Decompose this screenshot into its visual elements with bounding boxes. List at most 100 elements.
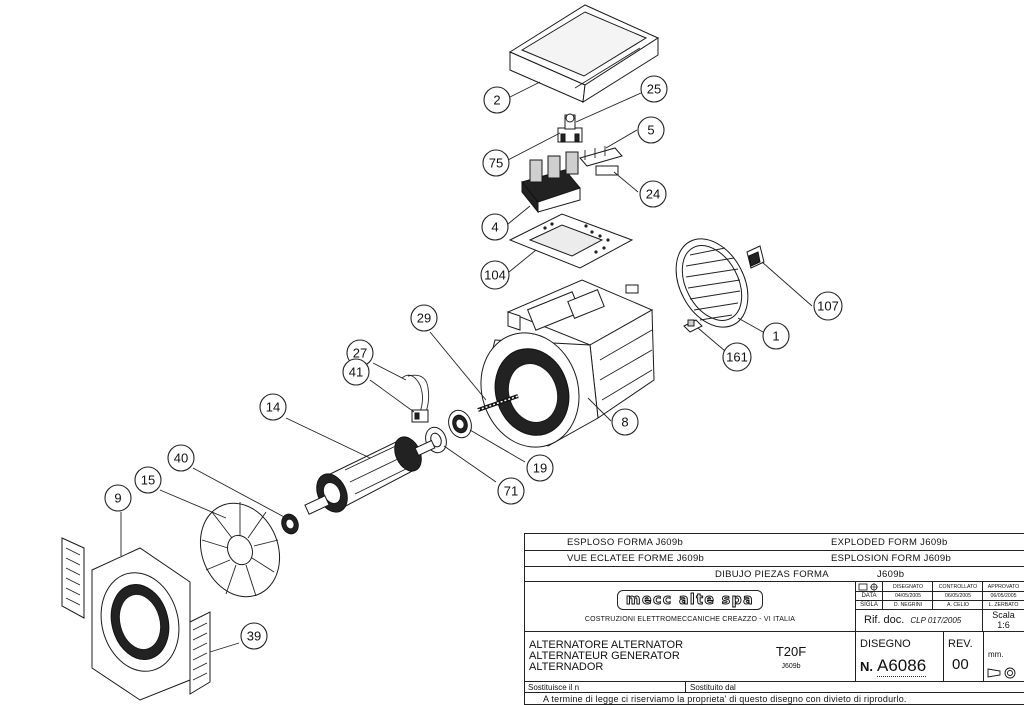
description-row: ALTERNATORE ALTERNATOR ALTERNATEUR GENER… — [525, 632, 1024, 682]
svg-text:14: 14 — [266, 400, 280, 415]
title-row-1: ESPLOSO FORMA J609b EXPLODED FORM J609b — [525, 534, 1024, 551]
part-cover-box — [508, 4, 660, 103]
company-logo: mecc alte spa — [616, 590, 764, 610]
callout-161: 161 — [722, 342, 752, 372]
svg-text:19: 19 — [533, 461, 547, 476]
header-disegnato: DISEGNATO — [882, 582, 933, 591]
date-disegnato: 04/05/2005 — [882, 591, 933, 600]
part-transformer — [521, 151, 581, 214]
part-terminal-block — [579, 146, 623, 176]
rif-doc: Rif. doc. CLP 017/2005 — [856, 609, 990, 631]
number-prefix: N. — [860, 659, 873, 674]
part-rear-grille — [675, 238, 749, 328]
description-cell: ALTERNATORE ALTERNATOR ALTERNATEUR GENER… — [529, 632, 729, 681]
svg-text:29: 29 — [417, 311, 431, 326]
drawing-number-cell: DISEGNO N. A6086 — [855, 632, 943, 681]
company-cell: mecc alte spa COSTRUZIONI ELETTROMECCANI… — [525, 582, 855, 631]
callout-25: 25 — [640, 75, 668, 103]
copyright-footer: A termine di legge ci riserviamo la prop… — [543, 694, 907, 704]
sostituito: Sostituito dal — [685, 682, 736, 692]
part-front-shield — [91, 547, 191, 701]
svg-text:104: 104 — [484, 268, 506, 283]
svg-text:24: 24 — [646, 187, 660, 202]
symbol-cell — [856, 582, 882, 591]
projection-symbol-icon — [858, 582, 878, 591]
svg-text:75: 75 — [489, 156, 503, 171]
name-controllato: A. CELIO — [932, 600, 983, 609]
callout-14: 14 — [259, 393, 287, 421]
rev-label: REV. — [948, 638, 973, 650]
callout-5: 5 — [637, 116, 665, 144]
title-block: ESPLOSO FORMA J609b EXPLODED FORM J609b … — [524, 533, 1024, 705]
callout-24: 24 — [639, 180, 667, 208]
replacement-row: Sostituisce il n Sostituito dal — [525, 682, 1024, 693]
callout-19: 19 — [526, 454, 554, 482]
svg-text:40: 40 — [174, 451, 188, 466]
revision-cell: REV. 00 — [943, 632, 983, 681]
part-small-bracket — [683, 319, 703, 333]
svg-text:5: 5 — [647, 123, 654, 138]
model-cell: T20F J609b — [741, 632, 841, 681]
callout-8: 8 — [611, 408, 639, 436]
svg-text:4: 4 — [491, 220, 498, 235]
sostituisce: Sostituisce il n — [528, 682, 580, 692]
projection-method-icon — [987, 667, 1016, 679]
part-side-grille-left — [61, 537, 85, 619]
date-controllato: 06/05/2005 — [932, 591, 983, 600]
disegno-label: DISEGNO — [860, 638, 911, 650]
scala-value: 1:6 — [997, 620, 1010, 630]
company-address: COSTRUZIONI ELETTROMECCANICHE CREAZZO - … — [584, 616, 796, 623]
callout-9: 9 — [104, 484, 132, 512]
callout-71: 71 — [497, 477, 525, 505]
svg-text:8: 8 — [621, 415, 628, 430]
model-code: J609b — [781, 662, 801, 670]
header-approvato: APPROVATO — [982, 582, 1024, 591]
part-fan — [199, 502, 281, 598]
drawing-number: A6086 — [877, 656, 927, 677]
approvals-table: DISEGNATO CONTROLLATO APPROVATO DATA 04/… — [855, 582, 1024, 631]
part-bearing — [448, 409, 472, 439]
title-es: DIBUJO PIEZAS FORMA — [715, 568, 829, 580]
callout-39: 39 — [240, 622, 268, 650]
logo-row: mecc alte spa COSTRUZIONI ELETTROMECCANI… — [525, 582, 1024, 632]
callout-15: 15 — [134, 466, 162, 494]
svg-text:15: 15 — [141, 473, 155, 488]
description-line-2: ALTERNATEUR GENERATOR — [529, 650, 680, 662]
svg-text:2: 2 — [493, 93, 500, 108]
rif-label: Rif. doc. — [864, 614, 905, 626]
leader-lines — [120, 81, 813, 653]
svg-text:1: 1 — [772, 329, 779, 344]
svg-text:107: 107 — [817, 299, 839, 314]
title-row-2: VUE ECLATEE FORME J609b ESPLOSION FORM J… — [525, 551, 1024, 567]
rif-value: CLP 017/2005 — [910, 615, 962, 625]
svg-text:41: 41 — [349, 365, 363, 380]
title-row-3: DIBUJO PIEZAS FORMA J609b — [525, 567, 1024, 582]
part-gear-nut — [281, 513, 299, 535]
svg-text:9: 9 — [114, 491, 121, 506]
callout-2: 2 — [483, 86, 511, 114]
part-circuit-board — [508, 213, 634, 269]
title-de: ESPLOSION FORM J609b — [831, 553, 952, 564]
callout-29: 29 — [410, 304, 438, 332]
title-it: ESPLOSO FORMA J609b — [567, 536, 684, 548]
scala-label: Scala — [992, 610, 1015, 620]
callout-41: 41 — [342, 358, 370, 386]
svg-text:161: 161 — [726, 350, 748, 365]
sigla-label: SIGLA — [860, 601, 878, 608]
callout-40: 40 — [167, 444, 195, 472]
title-fr: VUE ECLATEE FORME J609b — [567, 553, 705, 564]
data-label: DATA — [861, 592, 877, 599]
part-housing — [480, 279, 655, 448]
unit-cell: mm. — [983, 632, 1024, 681]
part-bracket — [557, 113, 583, 143]
description-line-3: ALTERNADOR — [529, 661, 604, 673]
callout-4: 4 — [481, 213, 509, 241]
description-line-1: ALTERNATORE ALTERNATOR — [529, 639, 684, 651]
title-code: J609b — [877, 568, 905, 580]
svg-text:27: 27 — [353, 346, 367, 361]
name-disegnato: D. NEGRINI — [882, 600, 933, 609]
callout-107: 107 — [813, 291, 843, 321]
part-clip — [746, 245, 765, 269]
part-rotor — [304, 436, 436, 515]
